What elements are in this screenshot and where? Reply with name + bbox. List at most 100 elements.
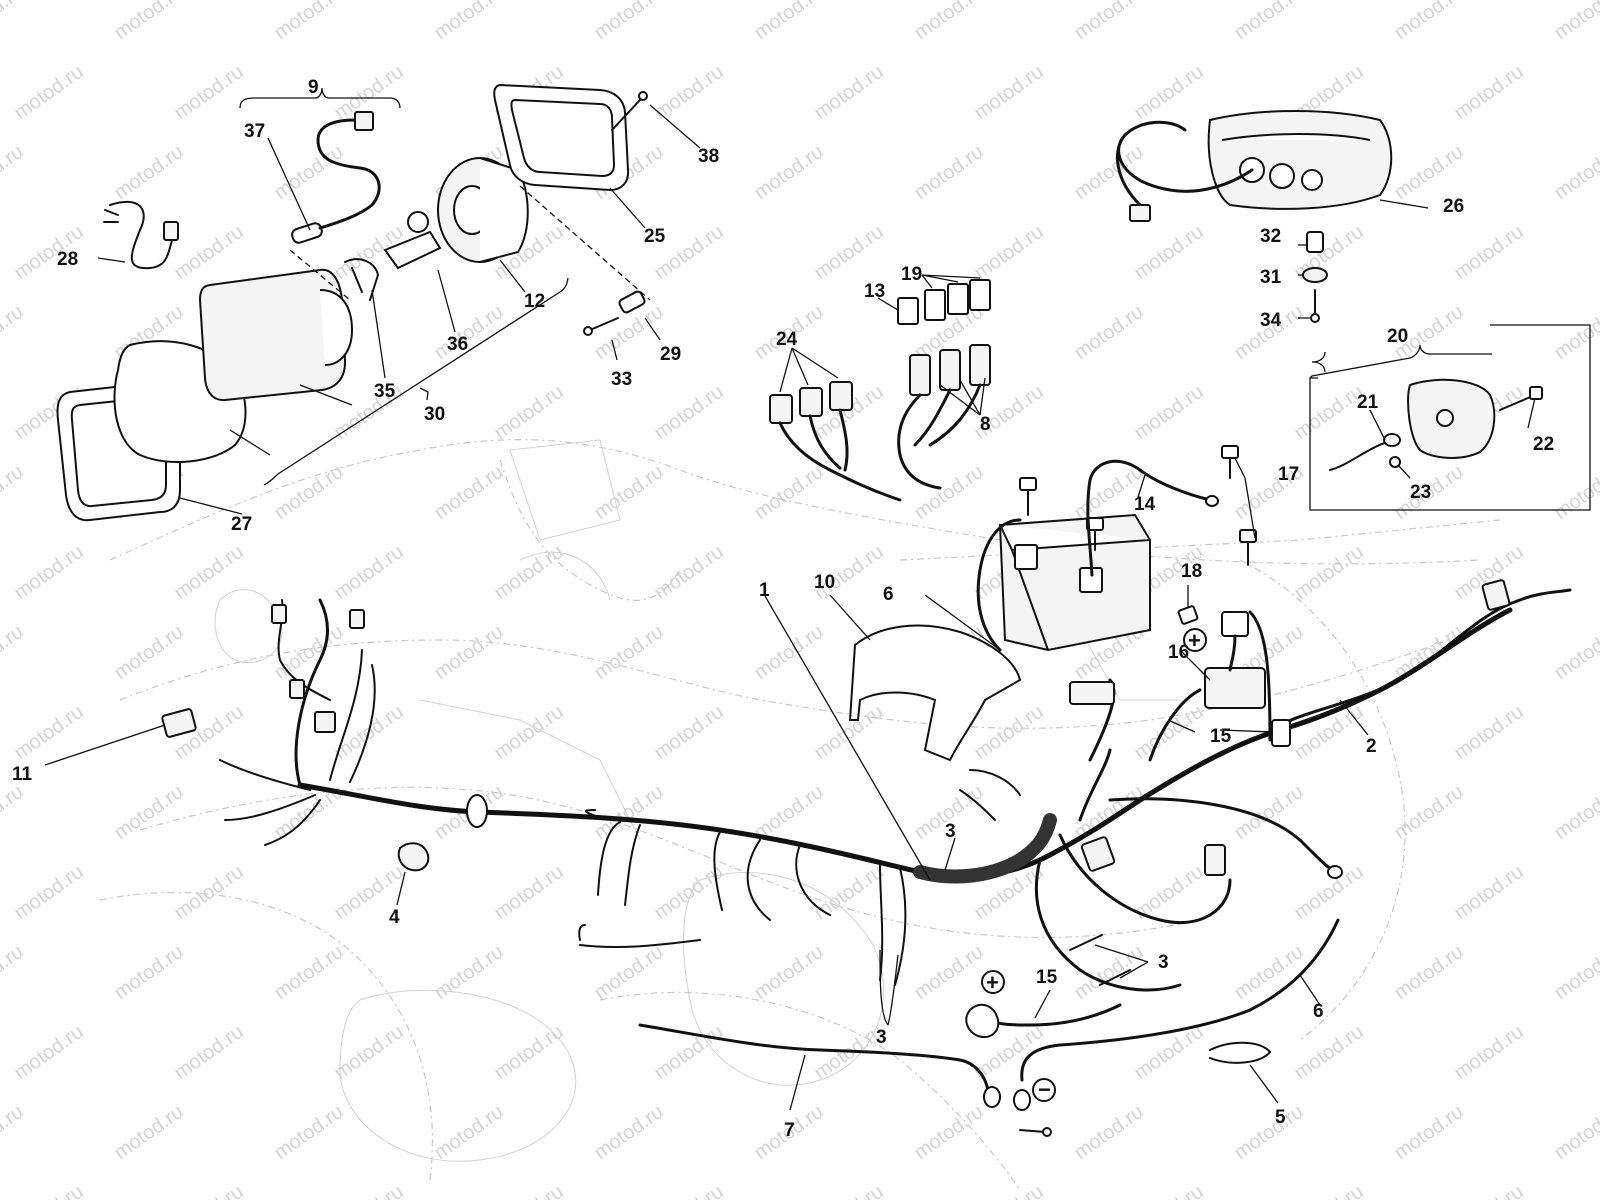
watermark-text: motod.ru bbox=[910, 941, 987, 1004]
watermark-text: motod.ru bbox=[430, 621, 507, 684]
watermark-text: motod.ru bbox=[10, 1021, 87, 1084]
callout-13: 13 bbox=[864, 281, 885, 302]
callout-17: 17 bbox=[1278, 464, 1299, 485]
bulb-clip bbox=[344, 258, 380, 301]
relay-group bbox=[769, 279, 991, 502]
callout-34: 34 bbox=[1260, 310, 1282, 331]
watermark-text: motod.ru bbox=[750, 941, 827, 1004]
ground-cable-6b bbox=[1020, 918, 1340, 1082]
watermark-text: motod.ru bbox=[810, 221, 887, 284]
watermark-text: motod.ru bbox=[110, 621, 187, 684]
watermark-text: motod.ru bbox=[1070, 1101, 1147, 1164]
battery-cable-7 bbox=[638, 1023, 990, 1092]
watermark-text: motod.ru bbox=[490, 541, 567, 604]
callout-20: 20 bbox=[1387, 326, 1408, 347]
watermark-text: motod.ru bbox=[1390, 0, 1467, 44]
watermark-text: motod.ru bbox=[750, 621, 827, 684]
callout-24: 24 bbox=[776, 329, 798, 350]
watermark-text: motod.ru bbox=[970, 61, 1047, 124]
headlight-bulb bbox=[383, 230, 442, 270]
watermark-text: motod.ru bbox=[1450, 1181, 1527, 1200]
watermark-text: motod.ru bbox=[490, 1021, 567, 1084]
screw-38 bbox=[611, 99, 641, 131]
harness-clip-15 bbox=[1271, 719, 1291, 747]
callout-32: 32 bbox=[1260, 226, 1281, 247]
spacer-29 bbox=[618, 290, 646, 314]
callout-3a: 3 bbox=[945, 821, 956, 842]
parking-bulb bbox=[291, 222, 323, 244]
watermark-text: motod.ru bbox=[1550, 301, 1600, 364]
watermark-text: motod.ru bbox=[590, 941, 667, 1004]
watermark-text: motod.ru bbox=[110, 781, 187, 844]
watermark-text: motod.ru bbox=[430, 1101, 507, 1164]
watermark-text: motod.ru bbox=[1070, 0, 1147, 44]
watermark-text: motod.ru bbox=[1130, 1021, 1207, 1084]
watermark-text: motod.ru bbox=[1230, 941, 1307, 1004]
watermark-text: motod.ru bbox=[1450, 61, 1527, 124]
watermark-text: motod.ru bbox=[10, 541, 87, 604]
watermark-text: motod.ru bbox=[1070, 141, 1147, 204]
watermark-text: motod.ru bbox=[170, 61, 247, 124]
watermark-text: motod.ru bbox=[810, 1181, 887, 1200]
tail-harness-2 bbox=[1278, 588, 1572, 727]
watermark-text: motod.ru bbox=[0, 141, 28, 204]
callout-27: 27 bbox=[231, 514, 252, 535]
harness-clamp bbox=[466, 794, 488, 828]
instrument-panel-26 bbox=[1207, 110, 1393, 210]
callout-25: 25 bbox=[644, 226, 666, 247]
callout-8: 8 bbox=[980, 414, 991, 435]
battery-area bbox=[848, 445, 1272, 762]
cable-tie-3a bbox=[1069, 934, 1103, 951]
headlight-harness-28 bbox=[109, 200, 176, 270]
positive-sign-2: + bbox=[986, 970, 999, 995]
callout-18: 18 bbox=[1181, 561, 1202, 582]
washer-23 bbox=[1389, 456, 1401, 468]
watermark-text: motod.ru bbox=[110, 0, 187, 44]
watermark-text: motod.ru bbox=[1130, 701, 1207, 764]
main-wiring-harness bbox=[161, 579, 1572, 1137]
watermark-text: motod.ru bbox=[270, 141, 347, 204]
callout-11: 11 bbox=[12, 764, 33, 785]
callout-33: 33 bbox=[611, 369, 632, 390]
watermark-text: motod.ru bbox=[490, 1181, 567, 1200]
watermark-text: motod.ru bbox=[590, 1101, 667, 1164]
watermark-text: motod.ru bbox=[1230, 0, 1307, 44]
cable-tie-5 bbox=[1209, 1041, 1272, 1064]
watermark-text: motod.ru bbox=[490, 381, 567, 444]
watermark-text: motod.ru bbox=[1550, 621, 1600, 684]
callout-6b: 6 bbox=[1313, 1001, 1324, 1022]
watermark-text: motod.ru bbox=[750, 141, 827, 204]
motorcycle-frame-outline bbox=[99, 438, 1501, 1191]
watermark-text: motod.ru bbox=[0, 621, 28, 684]
watermark-text: motod.ru bbox=[1130, 221, 1207, 284]
callout-2: 2 bbox=[1366, 736, 1377, 757]
connector-24c bbox=[829, 381, 853, 411]
watermark-text: motod.ru bbox=[650, 381, 727, 444]
watermark-text: motod.ru bbox=[590, 461, 667, 524]
watermark-text: motod.ru bbox=[1290, 541, 1367, 604]
watermark-text: motod.ru bbox=[170, 541, 247, 604]
callout-6a: 6 bbox=[883, 584, 894, 605]
watermark-text: motod.ru bbox=[650, 541, 727, 604]
switch-11 bbox=[161, 708, 197, 738]
watermark-text: motod.ru bbox=[1550, 0, 1600, 44]
positive-sign-1: + bbox=[1188, 628, 1201, 653]
negative-terminal-symbol bbox=[1032, 1078, 1056, 1102]
callout-28: 28 bbox=[57, 249, 78, 270]
callout-14: 14 bbox=[1134, 494, 1156, 515]
leader-lines bbox=[44, 87, 1536, 1111]
callout-1: 1 bbox=[759, 580, 770, 601]
watermark-text: motod.ru bbox=[910, 141, 987, 204]
callout-16: 16 bbox=[1168, 642, 1189, 663]
watermark-text: motod.ru bbox=[1450, 221, 1527, 284]
connector-24b bbox=[799, 387, 823, 417]
watermark-text: motod.ru bbox=[170, 221, 247, 284]
watermark-text: motod.ru bbox=[650, 1181, 727, 1200]
cable-tie-3b bbox=[1099, 969, 1131, 986]
watermark-text: motod.ru bbox=[1130, 381, 1207, 444]
callout-36: 36 bbox=[447, 334, 468, 355]
watermark-text: motod.ru bbox=[270, 461, 347, 524]
watermark-text: motod.ru bbox=[970, 1181, 1047, 1200]
relay-19c bbox=[969, 279, 991, 311]
